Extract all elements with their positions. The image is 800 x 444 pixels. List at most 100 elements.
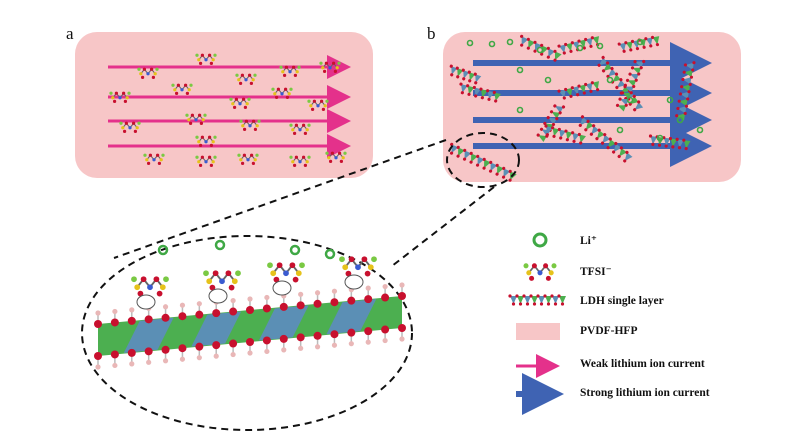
hydroxyl-bottom bbox=[279, 334, 288, 343]
tfsi-molecule bbox=[195, 53, 217, 66]
li-ion bbox=[536, 46, 544, 54]
hydroxyl-top bbox=[195, 310, 204, 319]
hand-glyph bbox=[344, 274, 364, 290]
li-ion bbox=[676, 116, 684, 124]
hydroxyl-top bbox=[161, 313, 170, 322]
li-ion bbox=[656, 134, 664, 142]
li-ion-group-b bbox=[466, 38, 704, 142]
panel-a-letter: a bbox=[66, 24, 74, 43]
ldh-sheet bbox=[459, 82, 501, 103]
li-ion bbox=[466, 39, 474, 47]
tfsi-molecule bbox=[195, 135, 217, 148]
ldh-sheet bbox=[544, 124, 586, 145]
hydroxyl-bottom bbox=[212, 341, 221, 350]
tfsi-molecule bbox=[523, 263, 557, 281]
tfsi-molecule bbox=[171, 83, 193, 96]
hydroxyl-top bbox=[262, 304, 271, 313]
tfsi-molecule bbox=[289, 155, 311, 168]
ldh-sheet bbox=[615, 59, 646, 112]
hydroxyl-top bbox=[330, 298, 339, 307]
tfsi-molecule bbox=[137, 67, 159, 80]
hand-glyph bbox=[136, 294, 156, 310]
ldh-sheet bbox=[449, 142, 517, 182]
li-ion bbox=[596, 42, 604, 50]
li-ion bbox=[506, 38, 514, 46]
li-ion bbox=[488, 40, 496, 48]
hydroxyl-bottom bbox=[94, 352, 102, 360]
li-ion bbox=[606, 76, 614, 84]
li-ion bbox=[214, 239, 226, 251]
li-ion bbox=[289, 244, 301, 256]
legend-strong-label: Strong lithium ion current bbox=[580, 387, 710, 399]
tfsi-molecule bbox=[235, 73, 257, 86]
hydroxyl-bottom bbox=[330, 330, 339, 339]
hydroxyl-top bbox=[313, 299, 322, 308]
hydroxyl-bottom bbox=[364, 327, 373, 336]
li-ion bbox=[324, 248, 336, 260]
tfsi-molecule bbox=[131, 276, 169, 297]
ldh-sheet-group-b bbox=[449, 34, 696, 182]
legend-tfsi-icon bbox=[523, 263, 557, 281]
legend-li-icon bbox=[532, 232, 548, 248]
legend-weak-label: Weak lithium ion current bbox=[580, 358, 705, 370]
weak-current-arrows bbox=[108, 55, 351, 158]
ldh-block bbox=[326, 299, 377, 335]
legend-pvdf-swatch bbox=[516, 323, 560, 340]
hydroxyl-top bbox=[178, 312, 187, 321]
hydroxyl-top bbox=[212, 309, 221, 318]
tfsi-molecule bbox=[271, 87, 293, 100]
tfsi-molecule bbox=[279, 65, 301, 78]
hydroxyl-top bbox=[246, 306, 254, 314]
tfsi-molecule bbox=[185, 113, 207, 126]
hydroxyl-top bbox=[127, 316, 136, 325]
panel-b-letter: b bbox=[427, 24, 436, 43]
tfsi-molecule bbox=[237, 153, 259, 166]
li-ion bbox=[576, 44, 584, 52]
li-ion bbox=[636, 38, 644, 46]
hydroxyl-bottom bbox=[127, 348, 136, 357]
li-ion bbox=[157, 244, 169, 256]
hydroxyl-top bbox=[347, 296, 356, 305]
panel-a-membrane bbox=[75, 32, 373, 178]
hydroxyl-bottom bbox=[246, 338, 254, 346]
tfsi-molecule bbox=[195, 155, 217, 168]
hydroxyl-bottom bbox=[381, 325, 390, 334]
ldh-sheet bbox=[617, 35, 660, 53]
li-ion bbox=[544, 76, 552, 84]
legend bbox=[508, 232, 566, 415]
hydroxyl-top bbox=[364, 295, 373, 304]
tfsi-molecule bbox=[239, 119, 261, 132]
tfsi-molecule bbox=[319, 61, 341, 74]
ldh-sheet bbox=[508, 294, 566, 306]
panel-b-membrane bbox=[443, 32, 741, 182]
legend-li-label: Li⁺ bbox=[580, 235, 597, 247]
hydroxyl-bottom bbox=[398, 324, 406, 332]
ldh-sheet bbox=[449, 64, 482, 85]
hydroxyl-top bbox=[229, 307, 238, 316]
li-ion bbox=[626, 96, 634, 104]
hydroxyl-bottom bbox=[229, 339, 238, 348]
tfsi-molecule bbox=[143, 153, 165, 166]
tfsi-molecule bbox=[307, 99, 329, 112]
li-ion bbox=[696, 126, 704, 134]
hydroxyl-top bbox=[381, 293, 390, 302]
hydroxyl-bottom bbox=[313, 331, 322, 340]
hydroxyl-bottom bbox=[178, 344, 187, 353]
legend-ldh-label: LDH single layer bbox=[580, 295, 664, 307]
tfsi-cluster-group-a bbox=[109, 53, 347, 168]
ldh-sheet bbox=[557, 81, 600, 100]
tfsi-molecule bbox=[109, 91, 131, 104]
legend-ldh-icon bbox=[508, 294, 566, 306]
hydroxyl-top bbox=[296, 301, 305, 310]
tfsi-molecule bbox=[325, 151, 347, 164]
tfsi-molecule bbox=[119, 121, 141, 134]
ldh-sheet bbox=[578, 115, 633, 163]
tfsi-molecule bbox=[203, 270, 241, 291]
hydroxyl-top bbox=[398, 292, 406, 300]
hydroxyl-bottom bbox=[262, 336, 271, 345]
hydroxyl-bottom bbox=[195, 342, 204, 351]
li-ion bbox=[616, 126, 624, 134]
tfsi-molecule bbox=[229, 97, 251, 110]
hydroxyl-bottom bbox=[110, 350, 119, 359]
